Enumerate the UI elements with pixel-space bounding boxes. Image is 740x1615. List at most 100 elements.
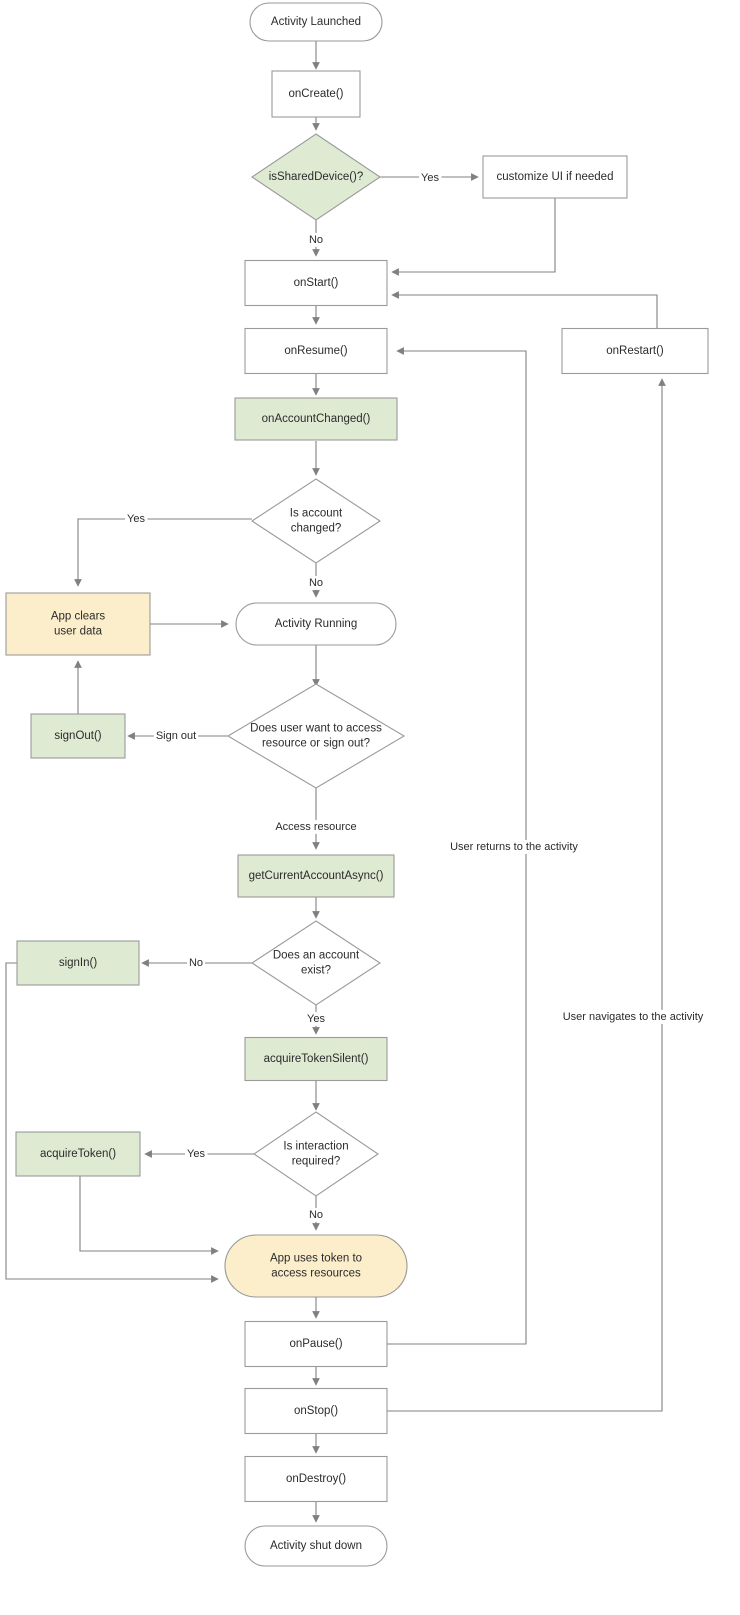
label-yes-account-changed-backdrop (125, 511, 148, 526)
label-yes-account-changed: Yes (127, 513, 145, 525)
node-shape-diamond (253, 1111, 379, 1197)
node-label-does-account-exist: Does an account (273, 950, 360, 962)
node-label-sign-in-fn: signIn() (59, 957, 98, 969)
node-acquire-token-silent[interactable]: acquireTokenSilent() (244, 1036, 388, 1082)
node-label-does-user-want: Does user want to access (250, 723, 382, 735)
node-shape-rect (234, 397, 398, 441)
edge-isaccountchanged-yes-to-appclears (74, 518, 252, 587)
node-shape-rect (244, 1455, 388, 1503)
node-shape-stadium (235, 602, 397, 646)
node-shape-rect (15, 1131, 141, 1177)
node-on-resume[interactable]: onResume() (244, 327, 388, 375)
node-label-is-interaction-required: required? (292, 1156, 341, 1168)
label-no-account-exist-backdrop (186, 955, 206, 970)
node-on-start[interactable]: onStart() (244, 259, 388, 307)
node-on-create[interactable]: onCreate() (271, 70, 361, 118)
node-sign-in-fn[interactable]: signIn() (16, 940, 140, 986)
label-yes-interaction-backdrop (185, 1146, 208, 1161)
node-shape-stadium (244, 1525, 388, 1567)
node-shape-stadium (224, 1234, 408, 1298)
label-no-interaction-backdrop (306, 1207, 326, 1222)
node-shape-diamond (250, 920, 382, 1006)
label-access-resource-backdrop (273, 819, 359, 834)
node-on-account-changed[interactable]: onAccountChanged() (234, 397, 398, 441)
node-shape-rect (30, 713, 126, 759)
node-on-restart[interactable]: onRestart() (561, 327, 709, 375)
label-yes-shared-device-backdrop (419, 170, 442, 185)
node-label-does-user-want: resource or sign out? (262, 738, 370, 750)
node-shape-diamond (250, 478, 382, 564)
node-label-is-account-changed: changed? (291, 523, 342, 535)
node-label-app-clears-user-data: App clears (51, 611, 106, 623)
node-shape-rect (16, 940, 140, 986)
label-no-account-changed: No (309, 577, 323, 589)
node-shape-diamond (226, 683, 406, 789)
node-label-get-current-account: getCurrentAccountAsync() (249, 870, 384, 882)
node-label-app-uses-token: App uses token to (270, 1253, 362, 1265)
node-label-activity-launched: Activity Launched (271, 16, 361, 28)
node-shape-rect (244, 327, 388, 375)
node-label-is-shared-device: isSharedDevice()? (269, 171, 364, 183)
node-shape-rect (244, 259, 388, 307)
node-label-app-uses-token: access resources (271, 1268, 361, 1280)
node-does-user-want[interactable]: Does user want to access resource or sign… (226, 683, 406, 789)
nodes-layer: Activity Launched onCreate() isSharedDevic… (5, 2, 709, 1567)
node-label-customize-ui: customize UI if needed (497, 171, 614, 183)
node-sign-out-fn[interactable]: signOut() (30, 713, 126, 759)
node-shape-diamond (251, 133, 381, 221)
edge-customize-to-onstart (391, 198, 556, 276)
node-is-shared-device[interactable]: isSharedDevice()? (251, 133, 381, 221)
node-is-interaction-required[interactable]: Is interaction required? (253, 1111, 379, 1197)
node-acquire-token[interactable]: acquireToken() (15, 1131, 141, 1177)
node-on-destroy[interactable]: onDestroy() (244, 1455, 388, 1503)
node-activity-launched[interactable]: Activity Launched (249, 2, 383, 42)
node-label-on-resume: onResume() (284, 345, 347, 357)
node-on-stop[interactable]: onStop() (244, 1387, 388, 1435)
node-shape-rect (5, 592, 151, 656)
node-label-activity-running: Activity Running (275, 618, 357, 630)
node-label-is-interaction-required: Is interaction (283, 1141, 348, 1153)
node-shape-rect (561, 327, 709, 375)
node-activity-shut-down[interactable]: Activity shut down (244, 1525, 388, 1567)
edge-signin-to-appusestoken (5, 962, 219, 1283)
node-shape-rect (244, 1387, 388, 1435)
node-shape-rect (237, 854, 395, 898)
node-label-on-restart: onRestart() (606, 345, 664, 357)
edge-onstop-to-onrestart (387, 378, 666, 1412)
label-sign-out-backdrop (153, 728, 199, 743)
node-on-pause[interactable]: onPause() (244, 1320, 388, 1368)
label-yes-interaction: Yes (187, 1148, 205, 1160)
node-app-clears-user-data[interactable]: App clears user data (5, 592, 151, 656)
label-user-returns-backdrop (448, 839, 581, 854)
label-yes-shared-device: Yes (421, 172, 439, 184)
node-app-uses-token[interactable]: App uses token to access resources (224, 1234, 408, 1298)
node-is-account-changed[interactable]: Is account changed? (250, 478, 382, 564)
node-label-app-clears-user-data: user data (54, 626, 103, 638)
node-label-on-pause: onPause() (289, 1338, 342, 1350)
node-shape-rect (271, 70, 361, 118)
node-label-on-account-changed: onAccountChanged() (262, 413, 371, 425)
label-no-shared-device-backdrop (306, 232, 326, 247)
node-label-on-create: onCreate() (289, 88, 344, 100)
node-label-activity-shut-down: Activity shut down (270, 1540, 362, 1552)
node-label-on-start: onStart() (294, 277, 339, 289)
label-no-account-changed-backdrop (306, 575, 326, 590)
label-user-navigates: User navigates to the activity (563, 1011, 704, 1023)
node-get-current-account[interactable]: getCurrentAccountAsync() (237, 854, 395, 898)
label-no-account-exist: No (189, 957, 203, 969)
node-customize-ui[interactable]: customize UI if needed (482, 155, 628, 199)
node-shape-rect (482, 155, 628, 199)
node-label-sign-out-fn: signOut() (54, 730, 101, 742)
label-user-returns: User returns to the activity (450, 841, 578, 853)
node-label-is-account-changed: Is account (290, 508, 343, 520)
node-shape-stadium (249, 2, 383, 42)
node-label-acquire-token-silent: acquireTokenSilent() (264, 1053, 369, 1065)
node-label-on-destroy: onDestroy() (286, 1473, 346, 1485)
node-label-acquire-token: acquireToken() (40, 1148, 116, 1160)
label-sign-out: Sign out (156, 730, 196, 742)
node-activity-running[interactable]: Activity Running (235, 602, 397, 646)
